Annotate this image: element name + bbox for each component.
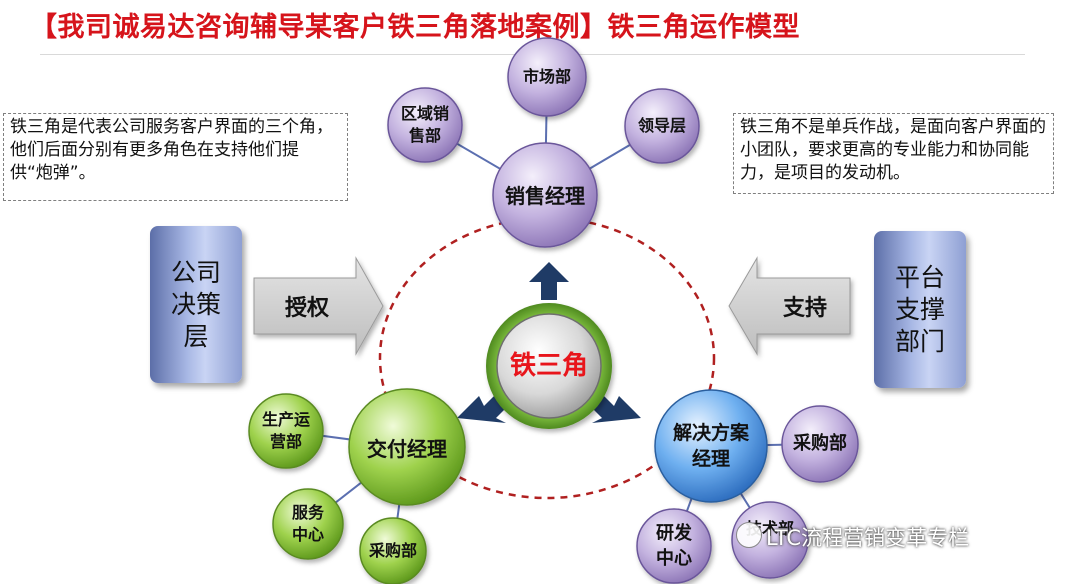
support-label: 支持: [782, 296, 827, 321]
dashed-orbit: [378, 216, 716, 500]
solution-manager-label: 解决方案经理: [672, 422, 749, 470]
page-title: 【我司诚易达咨询辅导某客户铁三角落地案例】铁三角运作模型: [30, 12, 800, 43]
center-label: 铁三角: [509, 351, 588, 381]
service-center-node: [272, 488, 344, 560]
delivery-manager-label: 交付经理: [367, 437, 447, 461]
procurement-left-label: 采购部: [368, 541, 417, 560]
left-note: 铁三角是代表公司服务客户界面的三个角，他们后面分别有更多角色在支持他们提供“炮弹…: [3, 113, 348, 201]
arrow-to-solution-icon: [589, 393, 641, 423]
solution-manager-node: [654, 389, 768, 503]
rd-center-node: [636, 508, 712, 584]
procurement-right-node: [781, 405, 859, 483]
watermark-text: LTC流程营销变革专栏: [766, 526, 970, 550]
procurement-left-node: [359, 517, 427, 584]
company-decision-box: 公司决策层: [150, 226, 242, 383]
center-node: [486, 303, 612, 429]
platform-support-label: 平台支撑部门: [894, 262, 945, 356]
production-ops-label: 生产运营部: [261, 410, 310, 451]
regional-sales-label: 区域销售部: [400, 104, 449, 145]
market-label: 市场部: [522, 67, 571, 86]
right-note: 铁三角不是单兵作战，是面向客户界面的小团队，要求更高的专业能力和协同能力，是项目…: [733, 113, 1054, 194]
support-arrow: [728, 256, 851, 356]
service-center-label: 服务中心: [291, 503, 324, 544]
arrow-to-sales-icon: [529, 262, 569, 300]
sales-manager-label: 销售经理: [505, 184, 585, 208]
rd-center-label: 研发中心: [656, 523, 692, 569]
leadership-label: 领导层: [637, 116, 686, 135]
company-decision-label: 公司决策层: [170, 257, 221, 351]
sales-manager-node: [492, 142, 598, 248]
regional-sales-node: [387, 87, 463, 163]
leadership-node: [624, 88, 700, 164]
authorize-arrow: [253, 256, 384, 356]
tech-dept-node: [731, 501, 809, 579]
arrow-to-delivery-icon: [457, 393, 509, 423]
market-node: [507, 37, 587, 117]
wechat-icon: [736, 522, 762, 548]
authorize-label: 授权: [284, 296, 329, 321]
platform-support-box: 平台支撑部门: [874, 231, 966, 388]
delivery-manager-node: [348, 388, 466, 506]
production-ops-node: [248, 393, 324, 469]
procurement-right-label: 采购部: [793, 433, 847, 454]
